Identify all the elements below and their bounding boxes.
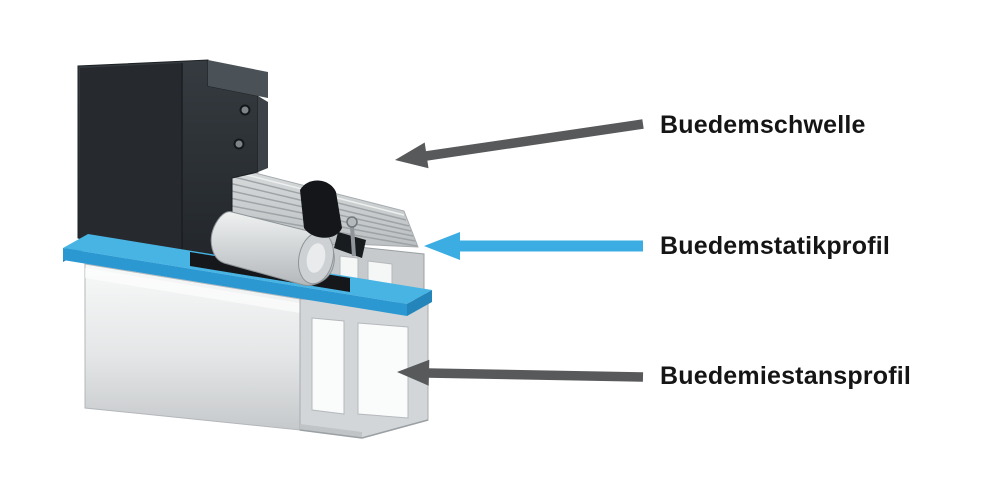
sash-step-face — [208, 60, 268, 98]
arrow-buedemschwelle — [395, 119, 644, 169]
gasket-foot — [334, 232, 366, 258]
bottom-profile-flange — [300, 424, 362, 438]
bottom-profile-bottom-edge — [299, 419, 429, 439]
profile-chamber — [311, 317, 345, 415]
arrow-buedemstatikprofil — [424, 232, 643, 260]
rubber-gasket — [300, 180, 366, 258]
label-buedemstatikprofil: Buedemstatikprofil — [660, 232, 891, 260]
statik-plate-front-edge — [63, 248, 407, 316]
screw-head-icon — [233, 138, 245, 150]
clamp-profile — [210, 211, 335, 286]
sash-left-panel — [80, 63, 182, 262]
gasket-blob — [300, 180, 342, 238]
sash-right-face — [258, 96, 268, 172]
arrow-buedemiestansprofil — [397, 359, 644, 386]
screw-head-icon — [239, 104, 251, 116]
sash-frame-block — [77, 59, 268, 267]
label-buedemiestansprofil: Buedemiestansprofil — [660, 362, 912, 390]
label-buedemschwelle: Buedemschwelle — [660, 111, 866, 139]
statik-plate-right-end — [407, 290, 432, 316]
bottom-profile-side-highlight — [85, 268, 300, 313]
profile-chamber — [357, 322, 409, 419]
bottom-profile — [84, 263, 429, 439]
clamp-end-cap-inner — [306, 243, 326, 273]
screw-icon — [346, 216, 358, 257]
